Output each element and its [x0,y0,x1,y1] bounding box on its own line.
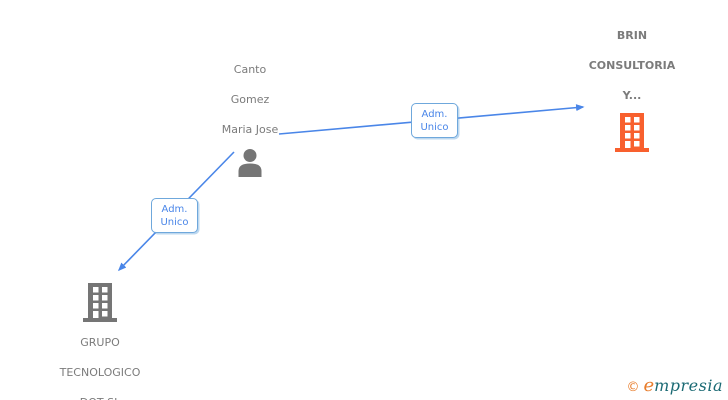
empresia-logo[interactable]: © empresia [626,375,723,396]
node-company-grupo[interactable]: GRUPO TECNOLOGICO DOT SL [40,283,160,400]
edge-label-adm-unico-grupo: Adm. Unico [151,198,198,233]
node-company-brin[interactable]: BRIN CONSULTORIA Y... [571,28,693,157]
edge-label-line: Adm. [161,203,188,215]
brand-word: empresia [643,375,723,396]
person-name: Canto Gomez Maria Jose [221,63,279,136]
building-icon-gray [83,283,117,327]
company-grupo-name: GRUPO TECNOLOGICO DOT SL [59,336,141,400]
edge-label-line: Unico [160,216,189,228]
building-icon-orange [615,113,649,157]
edge-label-line: Adm. [421,108,448,120]
edge-label-adm-unico-brin: Adm. Unico [411,103,458,138]
person-icon [234,147,266,183]
copyright-icon: © [626,380,640,395]
company-brin-name: BRIN CONSULTORIA Y... [588,29,676,102]
edge-label-line: Unico [420,121,449,133]
node-person[interactable]: Canto Gomez Maria Jose [190,62,310,183]
